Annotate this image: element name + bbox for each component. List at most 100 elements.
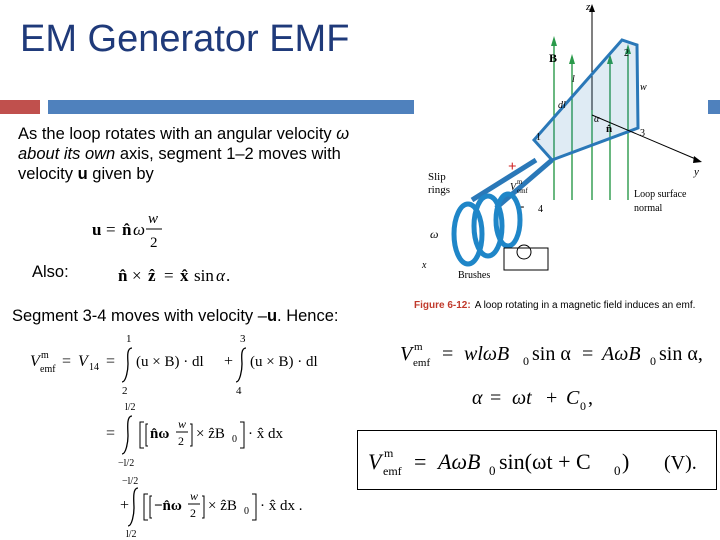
eq-V: V [368, 449, 384, 474]
eq-sin: sin(ωt + C [499, 449, 591, 474]
brush-holder [503, 247, 549, 271]
accent-bar-blue-right [708, 100, 720, 114]
label-dl: dl [558, 100, 566, 111]
eq-sup-m: m [414, 341, 423, 353]
eq-lim-top: l/2 [125, 402, 136, 413]
eq-sin: sin α [532, 343, 571, 365]
eq-two: 2 [150, 235, 158, 251]
eq-lim-bot: −l/2 [118, 458, 134, 469]
eq-equals: = [106, 353, 115, 370]
figure-caption-text: A loop rotating in a magnetic field indu… [474, 300, 696, 311]
eq-lim-top: 1 [126, 333, 132, 345]
label-slip: Slip [428, 171, 446, 183]
intro-text: axis, segment 1–2 moves with velocity [18, 145, 341, 183]
boxed-result: V m emf = AωB 0 sin(ωt + C 0 ) (V). [357, 430, 717, 490]
eq-omega-t: ωt [512, 387, 532, 409]
label-omega: ω [430, 227, 438, 241]
eq-sub-emf: emf [383, 464, 402, 478]
label-z: z [585, 1, 591, 13]
eq-equals: = [106, 425, 115, 442]
label-plus: + [508, 159, 517, 175]
eq-sup-m: m [41, 350, 49, 361]
eq-w: w [178, 417, 186, 431]
eq-alpha: α [472, 387, 483, 409]
eq-sub-zero: 0 [232, 434, 237, 445]
label-3: 3 [640, 128, 645, 139]
eq-V14: V [78, 353, 90, 370]
eq-lim-top: −l/2 [122, 476, 138, 487]
label-2: 2 [624, 48, 629, 59]
label-loop-surface: Loop surface [634, 189, 687, 200]
eq-sub-emf: emf [40, 364, 56, 375]
eq-rhs2: AωB [600, 343, 641, 365]
loop [531, 38, 640, 162]
label-brushes: Brushes [458, 270, 490, 281]
eq-sub-zero: 0 [580, 399, 586, 413]
eq-zB0: × ẑB [196, 426, 225, 442]
eq-equals: = [582, 343, 593, 365]
seg34-text: . Hence: [277, 307, 339, 325]
eq-sub-zero: 0 [650, 354, 656, 368]
eq-equals: = [106, 220, 116, 239]
eq-sub-zero: 0 [614, 463, 621, 478]
eq-lim-top: 3 [240, 333, 246, 345]
label-l: l [572, 74, 575, 85]
eq-unit: (V). [664, 452, 697, 474]
eq-two: 2 [190, 506, 196, 520]
figure-caption: Figure 6-12:A loop rotating in a magneti… [414, 300, 695, 311]
eq-dot: . [226, 266, 230, 285]
eq-sup-m: m [384, 446, 394, 460]
eq-sub-14: 14 [89, 362, 99, 373]
eq-nhat: n̂ [118, 266, 128, 285]
bulb [516, 244, 532, 260]
eq-u: u [92, 220, 101, 239]
eq-sub-zero: 0 [489, 463, 496, 478]
eq-C: C [566, 387, 580, 409]
figure-caption-label: Figure 6-12: [414, 300, 471, 311]
label-x: x [421, 260, 427, 271]
eq-times: × [132, 266, 142, 285]
eq-sin: sin [194, 266, 214, 285]
generator-figure: z B y l dl w n̂ α 1 2 3 4 + − V m emf Sl… [421, 1, 702, 281]
eq-sub-zero: 0 [244, 506, 249, 517]
label-w: w [640, 82, 647, 93]
segment34-text: Segment 3-4 moves with velocity –u. Henc… [12, 307, 339, 326]
eq-w: w [190, 489, 198, 503]
eq-boxed: V m emf = AωB 0 sin(ωt + C 0 ) (V). [368, 446, 697, 478]
eq-integrand: (u × B) · dl [250, 354, 318, 370]
label-vemf: V [510, 182, 518, 193]
eq-lim-bot: l/2 [126, 529, 137, 540]
eq-integrand: (u × B) · dl [136, 354, 204, 370]
intro-omega: ω about its own [18, 125, 350, 163]
seg34-u: u [266, 307, 278, 325]
label-vemf-sub: emf [517, 187, 529, 195]
label-1: 1 [536, 132, 541, 143]
eq-plus: + [546, 387, 557, 409]
eq-xhat: x̂ [180, 266, 189, 285]
eq-omega: ω [133, 220, 145, 239]
eq-equals: = [414, 449, 426, 474]
eq-zB0: × ẑB [208, 498, 237, 514]
label-B: B [549, 51, 557, 65]
label-vemf-sup: m [517, 178, 523, 186]
eq-lim-bot: 4 [236, 385, 242, 397]
intro-u: u [77, 165, 88, 183]
eq-rhs: AωB [436, 449, 480, 474]
eq-nhat-omega: n̂ω [150, 426, 169, 442]
label-4: 4 [538, 204, 543, 215]
eq-close-paren: ) [622, 449, 629, 474]
eq-lim-bot: 2 [122, 385, 128, 397]
label-nhat: n̂ [606, 123, 612, 135]
seg34-text: Segment 3-4 moves with velocity – [12, 307, 267, 325]
label-alpha: α [594, 114, 600, 125]
eq-result: V m emf = wlωB 0 sin α = AωB 0 sin α, [400, 341, 703, 369]
slip-rings [451, 191, 523, 267]
eq-equals: = [164, 266, 174, 285]
eq-sin-alpha: sin α, [659, 343, 703, 365]
slide-title: EM Generator EMF [20, 18, 350, 60]
eq-derivation: V m emf = V 14 = 1 2 (u × B) · dl + 3 4 … [30, 333, 318, 540]
accent-bar-blue [48, 100, 414, 114]
eq-V: V [30, 353, 42, 370]
intro-text: As the loop rotates with an angular velo… [18, 125, 337, 143]
eq-alpha: α [216, 266, 226, 285]
